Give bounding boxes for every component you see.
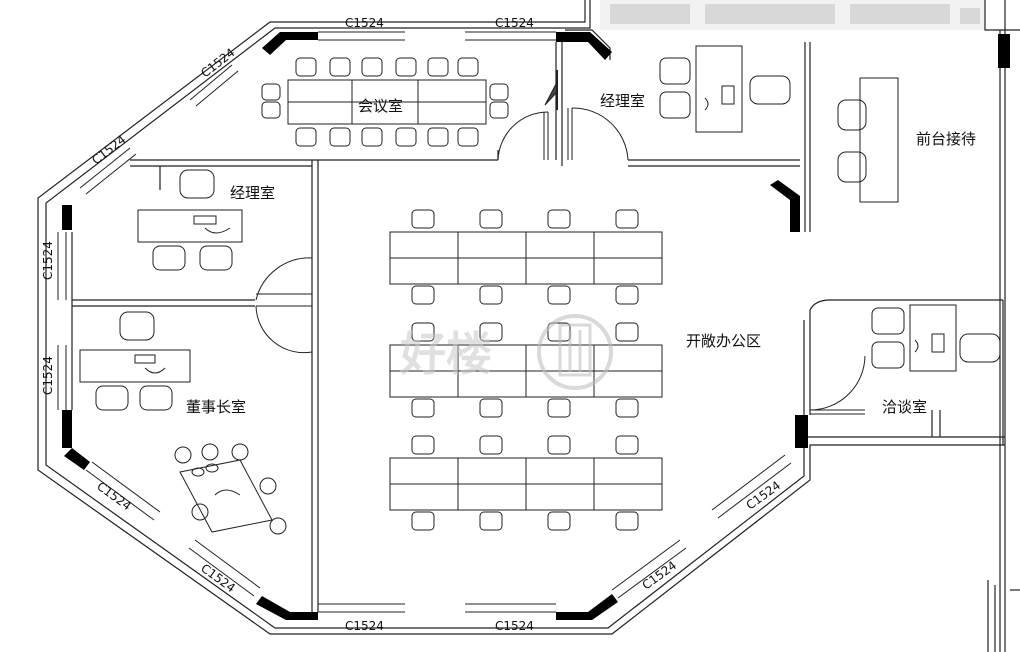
chair: [479, 435, 503, 455]
chair: [479, 398, 503, 418]
chair: [427, 127, 449, 147]
desk: [593, 457, 663, 485]
desk: [389, 483, 459, 511]
manager-desk-left: [137, 169, 243, 271]
chair: [457, 127, 479, 147]
wall-columns: [62, 32, 1010, 620]
chair: [547, 435, 571, 455]
window-label: C1524: [41, 356, 55, 395]
chair: [395, 57, 417, 77]
chair: [615, 435, 639, 455]
label-reception: 前台接待: [916, 130, 976, 148]
desk: [389, 457, 459, 485]
window-label: C1524: [198, 45, 237, 80]
desk: [389, 257, 459, 285]
label-open-office: 开敞办公区: [686, 332, 761, 350]
window-label: C1524: [345, 619, 384, 633]
interior-walls: [71, 42, 1003, 612]
chair: [479, 322, 503, 342]
label-manager-room-left: 经理室: [230, 184, 275, 202]
desk: [457, 231, 527, 259]
chair: [411, 209, 435, 229]
chair: [411, 435, 435, 455]
chairman-desk: [79, 311, 287, 535]
manager-desk-top: [659, 45, 791, 133]
chair: [261, 83, 281, 101]
desk: [593, 344, 663, 372]
chair: [479, 209, 503, 229]
desk: [457, 257, 527, 285]
desk: [593, 483, 663, 511]
chair: [361, 57, 383, 77]
desk: [593, 257, 663, 285]
desk: [457, 483, 527, 511]
window-label: C1524: [89, 132, 128, 167]
desk: [525, 231, 595, 259]
chair: [411, 322, 435, 342]
chair: [361, 127, 383, 147]
chair: [329, 127, 351, 147]
label-negotiation-room: 洽谈室: [882, 398, 927, 416]
chair: [329, 57, 351, 77]
chair: [547, 511, 571, 531]
watermark: 好楼: [399, 314, 613, 390]
chair: [615, 322, 639, 342]
label-chairman-office: 董事长室: [186, 398, 246, 416]
chair: [547, 209, 571, 229]
doors: [255, 70, 866, 415]
chair: [411, 511, 435, 531]
chair: [457, 57, 479, 77]
desk: [525, 483, 595, 511]
label-meeting-room: 会议室: [358, 97, 403, 115]
chair: [615, 209, 639, 229]
meeting-table: [287, 79, 487, 125]
desk: [593, 231, 663, 259]
window-label: C1524: [640, 558, 680, 592]
chair: [479, 285, 503, 305]
chair: [411, 398, 435, 418]
window-label: C1524: [495, 16, 534, 30]
chair: [411, 285, 435, 305]
label-manager-room-top: 经理室: [600, 92, 645, 110]
chair: [615, 285, 639, 305]
room-labels: 会议室 经理室 前台接待 经理室 开敞办公区 董事长室 洽谈室: [186, 92, 976, 416]
building-outline: [37, 0, 1020, 652]
reception-desk: [837, 77, 899, 203]
window-label: C1524: [345, 16, 384, 30]
chair: [395, 127, 417, 147]
window-label: C1524: [495, 619, 534, 633]
window-label: C1524: [94, 479, 134, 513]
meeting-chairs: [261, 57, 509, 147]
chair: [427, 57, 449, 77]
chair: [295, 127, 317, 147]
chair: [615, 398, 639, 418]
chair: [547, 398, 571, 418]
desk: [525, 257, 595, 285]
blurred-header-strip: [600, 0, 985, 30]
windows: [57, 31, 792, 613]
chair: [295, 57, 317, 77]
window-label: C1524: [41, 241, 55, 280]
desk: [389, 231, 459, 259]
chair: [547, 285, 571, 305]
negotiation-desk: [871, 304, 1001, 372]
chair: [479, 511, 503, 531]
desk: [457, 457, 527, 485]
desk: [525, 457, 595, 485]
chair: [615, 511, 639, 531]
chair: [261, 101, 281, 119]
watermark-text: 好楼: [399, 327, 492, 381]
chair: [489, 101, 509, 119]
chair: [489, 83, 509, 101]
